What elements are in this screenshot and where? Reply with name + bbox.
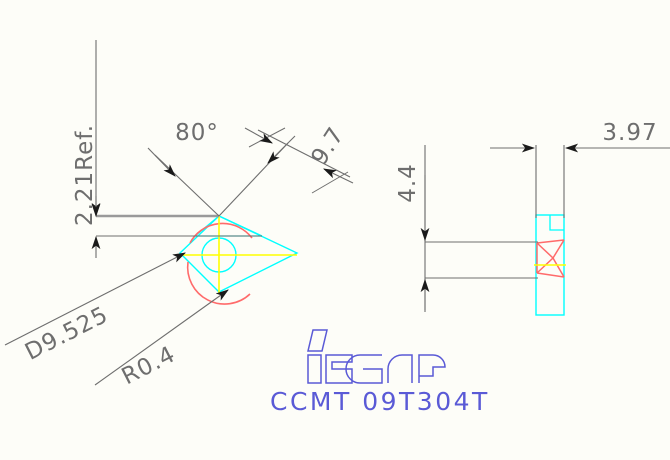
angle-arrow-left: [147, 147, 176, 177]
countersink-arc-bottom: [186, 261, 251, 305]
dim-arrow-edge-b: [323, 168, 354, 184]
iscar-logo-i-dot: [307, 329, 328, 352]
part-number-label: CCMT 09T304T: [270, 387, 490, 416]
dim-text-edge-length: 9.7: [306, 123, 349, 170]
insert-chamfer-right: [218, 215, 263, 237]
dim-text-included-angle: 80°: [175, 120, 219, 146]
dim-text-inscribed-circle: D9.525: [21, 302, 113, 366]
leader-corner-radius: [94, 289, 229, 386]
countersink-left-profile: [536, 242, 555, 274]
front-view-body: [178, 215, 299, 305]
angle-leg-left: [154, 154, 220, 217]
iscar-logo-s: [325, 354, 353, 384]
countersink-top-edge: [536, 239, 565, 244]
leader-inscribed-circle: [4, 252, 186, 346]
dim-arrow-edge-a: [244, 127, 273, 144]
angle-arrow-right: [267, 135, 296, 164]
iscar-logo: [307, 329, 446, 384]
dim-text-corner-radius: R0.4: [118, 341, 180, 390]
dim-text-thickness-ref: 2.21Ref.: [72, 124, 98, 226]
front-view-dimensions: [4, 40, 354, 386]
side-view-dimensions: [420, 143, 670, 312]
countersink-bottom-edge: [536, 272, 565, 278]
side-view-body: [534, 214, 566, 316]
iscar-logo-a: [387, 354, 413, 383]
side-notch-detail: [549, 215, 564, 231]
dim-text-insert-height: 4.4: [395, 163, 421, 203]
countersink-right-profile: [552, 239, 565, 278]
iscar-logo-r: [418, 354, 446, 383]
iscar-logo-c: [345, 354, 383, 384]
dim-text-insert-thickness: 3.97: [602, 120, 657, 146]
ext-line-edge-b: [311, 171, 349, 194]
iscar-logo-i-stem: [307, 354, 322, 384]
ext-line-edge-a: [248, 127, 286, 148]
